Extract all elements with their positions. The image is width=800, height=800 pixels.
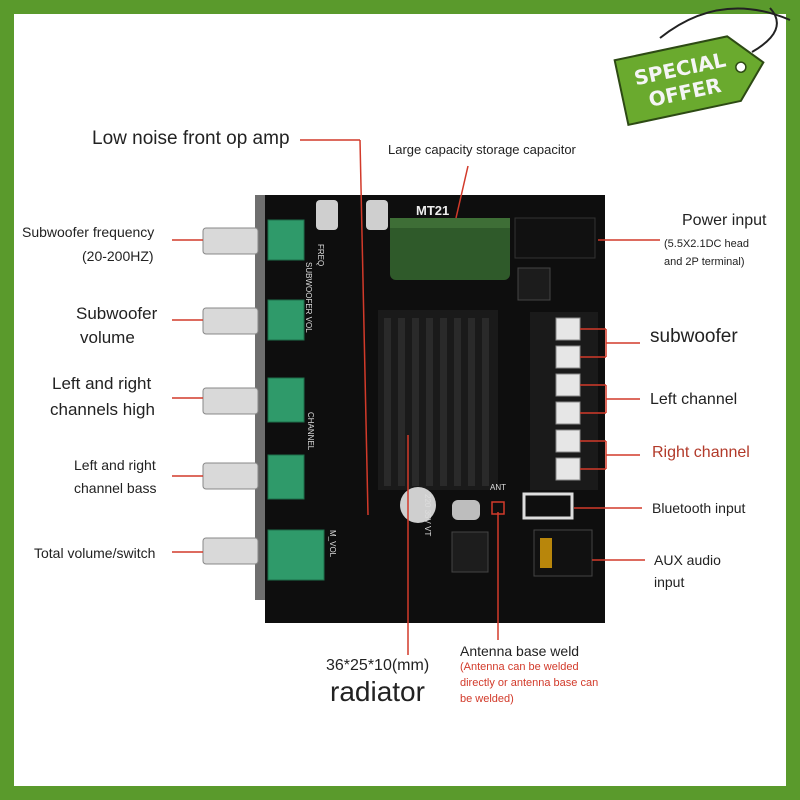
label-antenna-note-3: be welded) [460,693,514,705]
label-lr-bass-2: channel bass [74,480,157,496]
label-antenna-note-1: (Antenna can be welded [460,661,579,673]
label-radiator: radiator [330,676,425,707]
silk-subwoofer-vol: SUBWOOFER VOL [304,262,313,333]
power-terminal [517,267,551,301]
label-power-note-2: and 2P terminal) [664,256,745,268]
label-subwoofer: subwoofer [650,326,738,347]
label-total-vol: Total volume/switch [34,545,156,561]
label-aux-1: AUX audio [654,552,721,568]
storage-capacitor [390,218,510,280]
label-aux-2: input [654,574,685,590]
capacitor-220 [400,487,436,523]
label-bluetooth-input: Bluetooth input [652,500,746,516]
dc-jack [514,217,596,259]
silk-ant: ANT [490,483,506,492]
model-label: MT21 [416,203,449,218]
label-sub-vol-1: Subwoofer [76,304,158,323]
label-sub-vol-2: volume [80,328,135,347]
label-sub-freq-range: (20-200HZ) [82,248,154,264]
silk-m-vol: M_VOL [328,530,337,558]
label-lr-high-2: channels high [50,400,155,419]
label-sub-freq: Subwoofer frequency [22,224,155,240]
label-power-input: Power input [682,212,767,229]
bluetooth-antenna [522,492,574,520]
label-right-channel: Right channel [652,444,750,461]
label-left-channel: Left channel [650,391,738,408]
silk-freq: FREQ [316,244,325,266]
label-radiator-size: 36*25*10(mm) [326,657,430,674]
label-antenna: Antenna base weld [460,643,580,659]
label-op-amp: Low noise front op amp [92,128,290,149]
front-bracket [255,195,267,600]
radiator-heatsink [378,310,498,490]
label-power-note-1: (5.5X2.1DC head [664,238,749,250]
label-antenna-note-2: directly or antenna base can [460,677,599,689]
label-storage-cap: Large capacity storage capacitor [388,142,576,157]
silk-cap: 220 35V VT [423,494,432,536]
silk-channel: CHANNEL [306,412,315,451]
label-lr-high-1: Left and right [52,374,152,393]
callout-lines [172,139,660,655]
label-lr-bass-1: Left and right [74,457,156,473]
